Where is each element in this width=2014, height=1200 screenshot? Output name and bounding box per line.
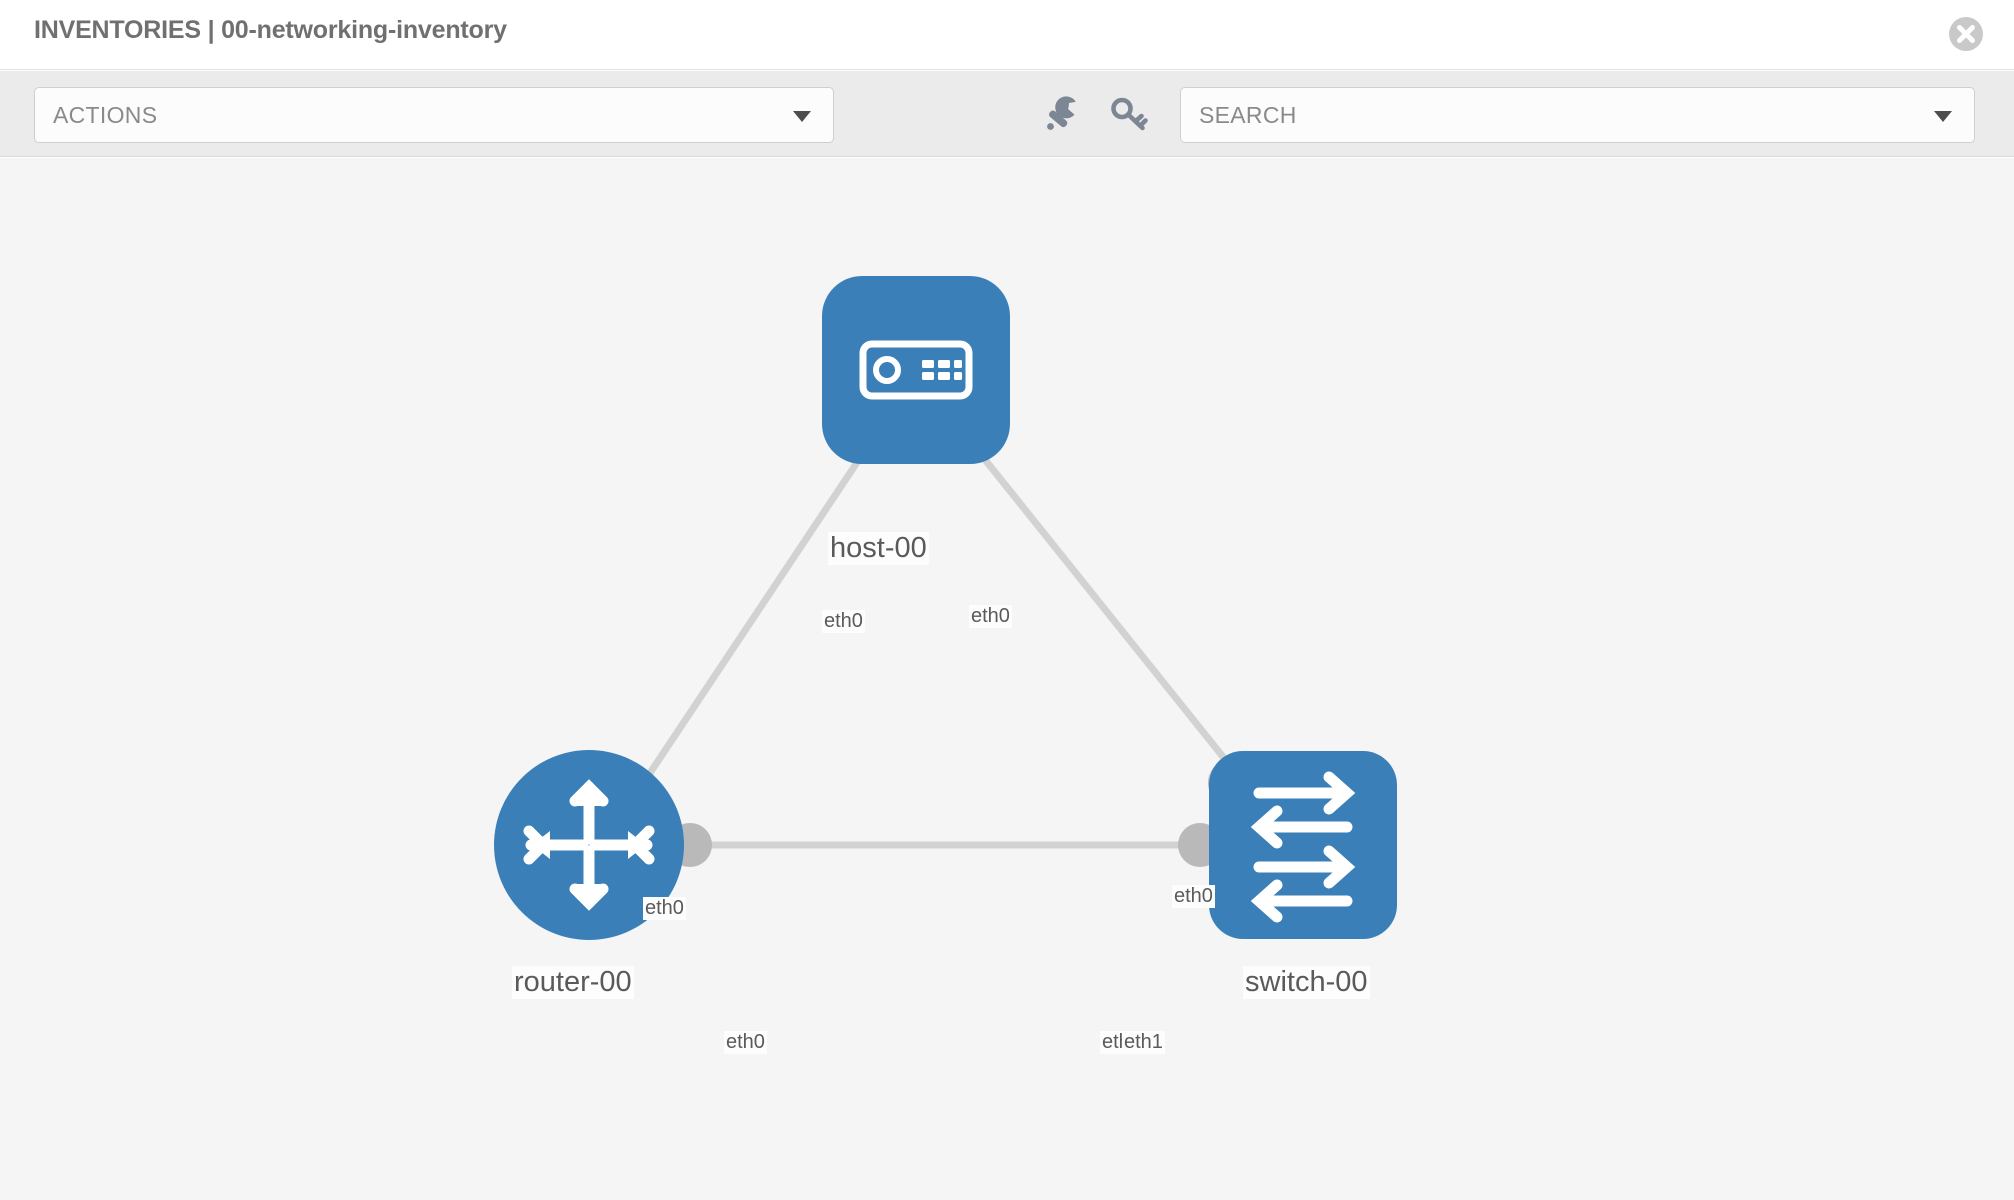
actions-dropdown-label: ACTIONS: [53, 102, 158, 128]
node-label-switch-00: switch-00: [1243, 966, 1370, 999]
topology-canvas[interactable]: host-00 router-00 switch-00 eth0 eth0 et…: [0, 158, 2014, 1200]
actions-dropdown[interactable]: ACTIONS: [34, 87, 834, 143]
interface-label-switch-upper: eth0: [1172, 885, 1215, 908]
node-label-router-00: router-00: [512, 966, 634, 999]
node-label-host-00: host-00: [828, 532, 929, 565]
interface-label-host-right: eth0: [969, 605, 1012, 628]
search-input-value: SEARCH: [1199, 102, 1297, 128]
chevron-down-icon: [1934, 111, 1952, 122]
node-router-00-shape: [494, 750, 684, 940]
chevron-down-icon: [793, 111, 811, 122]
wrench-icon[interactable]: [1039, 91, 1085, 137]
node-switch-00-shape: [1209, 751, 1397, 939]
link-edges: [617, 413, 1275, 849]
key-icon[interactable]: [1106, 91, 1152, 137]
node-switch-00: [1209, 751, 1397, 939]
router-arrowheads: [532, 788, 646, 902]
page-title: INVENTORIES | 00-networking-inventory: [34, 16, 507, 44]
interface-label-host-left: eth0: [822, 610, 865, 633]
node-router-00: [494, 750, 684, 940]
link-host-switch: [947, 413, 1275, 821]
switch-arrows-icon: [1250, 771, 1356, 923]
node-host-00: [822, 276, 1010, 464]
interface-label-router-upper: eth0: [643, 897, 686, 920]
interface-label-switch-left-eth1: eth1: [1122, 1031, 1165, 1054]
link-host-router: [617, 414, 891, 820]
topology-graph: [494, 276, 1397, 940]
toolbar: ACTIONS SEARCH: [0, 71, 2014, 157]
node-host-00-shape: [822, 276, 1010, 464]
search-input[interactable]: SEARCH: [1180, 87, 1975, 143]
close-icon[interactable]: [1946, 14, 1986, 54]
page-header: INVENTORIES | 00-networking-inventory: [0, 0, 2014, 70]
interface-label-router-right: eth0: [724, 1031, 767, 1054]
server-icon: [859, 340, 973, 400]
